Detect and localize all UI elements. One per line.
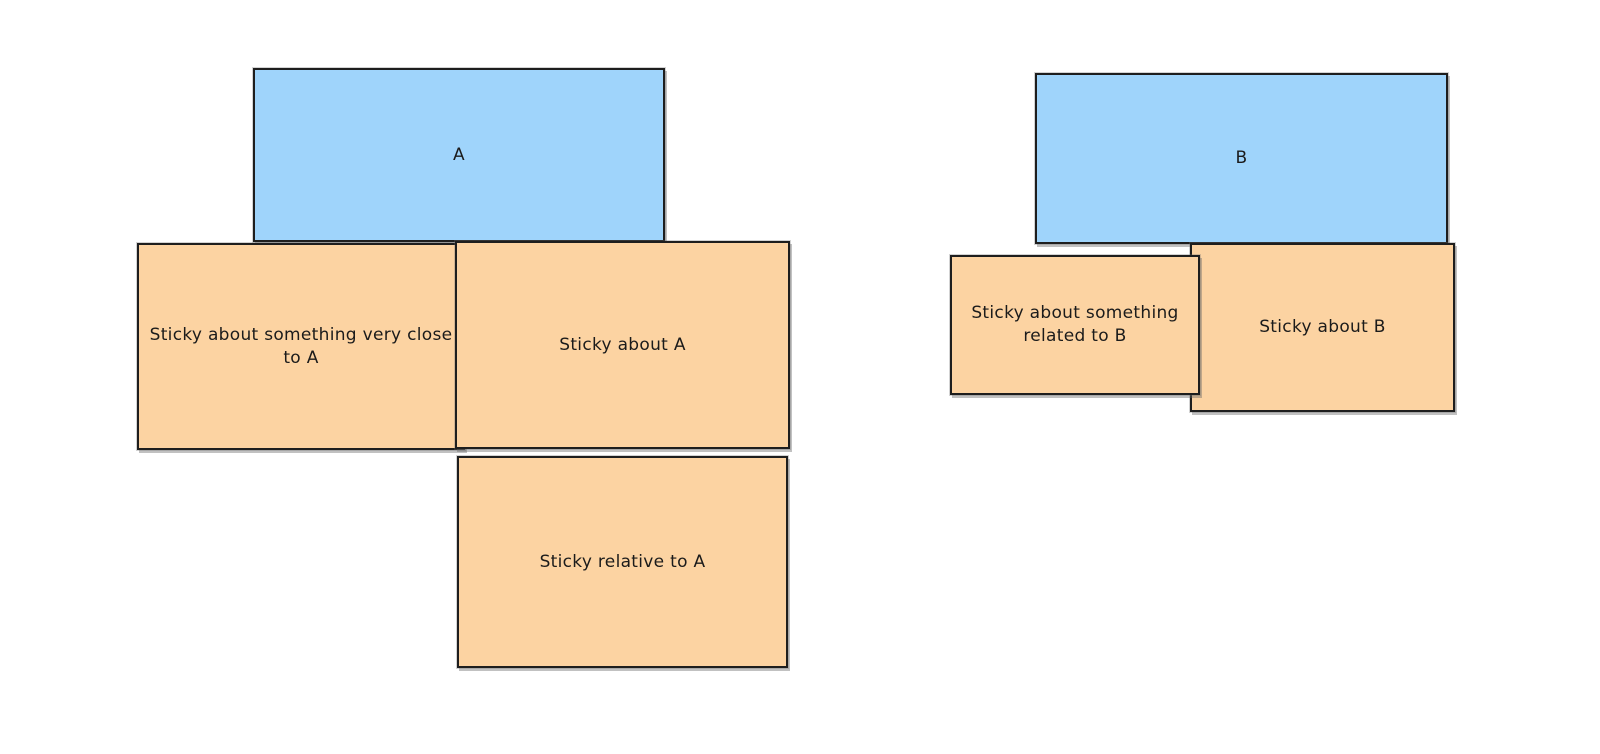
rectangle-b-label: B — [1235, 148, 1248, 169]
sticky-note-relative-to-a[interactable]: Sticky relative to A — [457, 456, 788, 668]
sticky-note-text: Sticky about A — [559, 334, 686, 355]
sticky-note-about-a[interactable]: Sticky about A — [455, 241, 790, 449]
rectangle-a-label: A — [453, 144, 465, 165]
sticky-note-text: Sticky relative to A — [539, 551, 706, 572]
rectangle-b[interactable]: B — [1035, 73, 1448, 244]
sticky-note-about-b[interactable]: Sticky about B — [1190, 243, 1455, 412]
sticky-note-related-to-b[interactable]: Sticky about something related to B — [950, 255, 1200, 395]
sticky-note-text: Sticky about something related to B — [971, 303, 1179, 346]
rectangle-a[interactable]: A — [253, 68, 665, 242]
sticky-note-text: Sticky about something very close to A — [149, 324, 453, 368]
sticky-note-very-close-to-a[interactable]: Sticky about something very close to A — [137, 243, 465, 450]
sticky-note-text: Sticky about B — [1259, 317, 1386, 338]
